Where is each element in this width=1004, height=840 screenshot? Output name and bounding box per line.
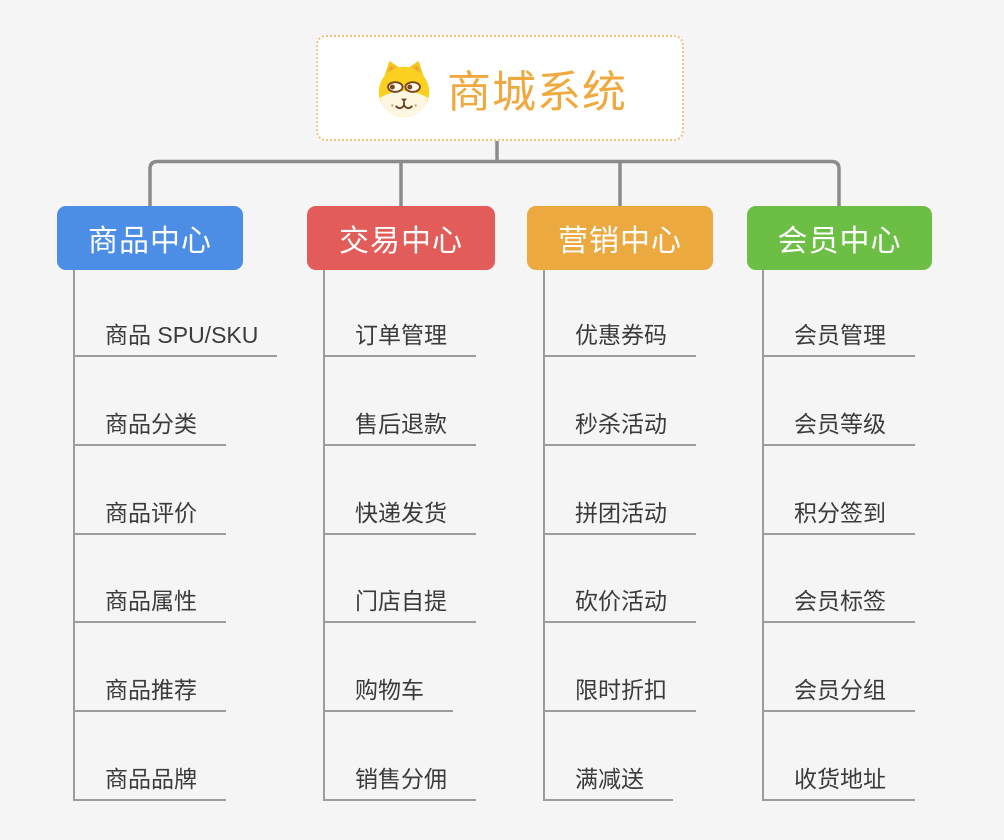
child-node-points-checkin[interactable]: 积分签到 xyxy=(762,491,915,535)
root-node-title: 商城系统 xyxy=(447,68,627,117)
child-node-sales-commission[interactable]: 销售分佣 xyxy=(323,757,476,801)
child-node-member-management[interactable]: 会员管理 xyxy=(762,313,915,357)
branch-node-label: 营销中心 xyxy=(558,225,682,258)
branch-node-marketing-center[interactable]: 营销中心 xyxy=(527,206,713,270)
child-node-group-buy[interactable]: 拼团活动 xyxy=(543,491,696,535)
dog-face-icon xyxy=(378,60,430,118)
child-node-product-attribute[interactable]: 商品属性 xyxy=(73,579,226,623)
child-node-coupon-code[interactable]: 优惠券码 xyxy=(543,313,696,357)
child-node-member-group[interactable]: 会员分组 xyxy=(762,668,915,712)
child-node-member-tag[interactable]: 会员标签 xyxy=(762,579,915,623)
child-node-bargain-activity[interactable]: 砍价活动 xyxy=(543,579,696,623)
child-node-shopping-cart[interactable]: 购物车 xyxy=(323,668,453,712)
child-node-product-review[interactable]: 商品评价 xyxy=(73,491,226,535)
child-node-member-level[interactable]: 会员等级 xyxy=(762,402,915,446)
child-node-limited-time-discount[interactable]: 限时折扣 xyxy=(543,668,696,712)
root-node[interactable]: 商城系统 xyxy=(316,35,684,141)
child-node-aftersale-refund[interactable]: 售后退款 xyxy=(323,402,476,446)
child-node-express-shipping[interactable]: 快递发货 xyxy=(323,491,476,535)
branch-node-label: 交易中心 xyxy=(339,225,463,258)
branch-node-label: 商品中心 xyxy=(88,225,212,258)
child-node-order-management[interactable]: 订单管理 xyxy=(323,313,476,357)
branch-node-product-center[interactable]: 商品中心 xyxy=(57,206,243,270)
child-node-product-category[interactable]: 商品分类 xyxy=(73,402,226,446)
child-node-product-recommend[interactable]: 商品推荐 xyxy=(73,668,226,712)
child-node-full-reduction[interactable]: 满减送 xyxy=(543,757,673,801)
child-node-shipping-address[interactable]: 收货地址 xyxy=(762,757,915,801)
branch-node-member-center[interactable]: 会员中心 xyxy=(747,206,932,270)
child-node-flash-sale[interactable]: 秒杀活动 xyxy=(543,402,696,446)
child-node-store-pickup[interactable]: 门店自提 xyxy=(323,579,476,623)
child-node-product-spu-sku[interactable]: 商品 SPU/SKU xyxy=(73,313,277,357)
branch-node-trade-center[interactable]: 交易中心 xyxy=(307,206,495,270)
child-node-product-brand[interactable]: 商品品牌 xyxy=(73,757,226,801)
branch-node-label: 会员中心 xyxy=(777,225,902,258)
